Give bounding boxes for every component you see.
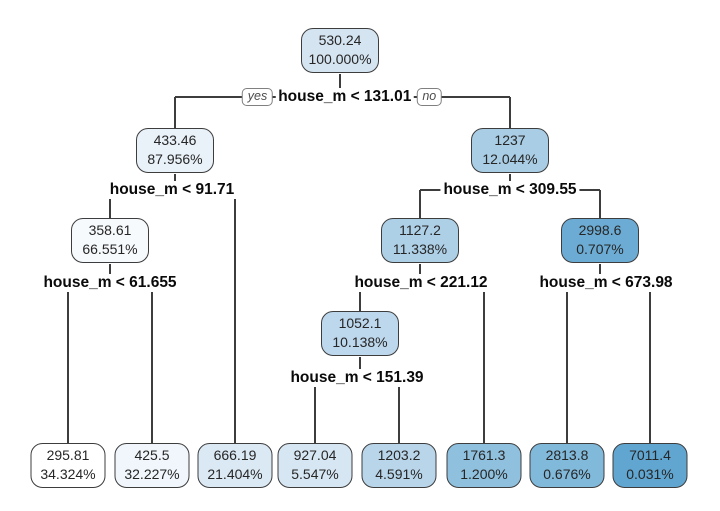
node-percent: 10.138% <box>332 333 388 350</box>
node-value: 433.46 <box>153 132 197 148</box>
no-branch-badge: no <box>416 88 443 106</box>
node-percent: 1.200% <box>460 465 508 482</box>
leaf-2813-8: 2813.8 0.676% <box>529 443 605 488</box>
node-percent: 87.956% <box>147 150 203 167</box>
edge <box>566 283 568 443</box>
node-value: 1237 <box>494 132 526 148</box>
node-358-61: 358.61 66.551% <box>71 218 149 263</box>
node-percent: 0.031% <box>626 465 674 482</box>
leaf-666-19: 666.19 21.404% <box>197 443 273 488</box>
yes-branch-badge: yes <box>241 88 274 106</box>
leaf-1761-3: 1761.3 1.200% <box>446 443 522 488</box>
root-split-row: yes house_m < 131.01 no <box>241 88 443 106</box>
node-percent: 21.404% <box>207 465 263 482</box>
edge <box>419 264 421 283</box>
edge <box>649 283 651 443</box>
edge <box>234 190 236 443</box>
node-percent: 4.591% <box>375 465 423 482</box>
leaf-1203-2: 1203.2 4.591% <box>361 443 437 488</box>
edge <box>398 378 400 443</box>
node-percent: 11.338% <box>392 240 448 257</box>
node-percent: 34.324% <box>40 465 96 482</box>
node-value: 530.24 <box>318 32 362 48</box>
edge <box>109 264 111 283</box>
edge <box>339 74 341 97</box>
node-percent: 100.000% <box>308 50 372 67</box>
edge <box>509 97 511 128</box>
node-value: 666.19 <box>213 447 257 463</box>
node-value: 2813.8 <box>545 447 589 463</box>
edge <box>419 190 421 218</box>
node-percent: 5.547% <box>291 465 339 482</box>
node-value: 7011.4 <box>629 447 671 463</box>
leaf-295-81: 295.81 34.324% <box>30 443 106 488</box>
edge <box>67 283 69 443</box>
node-value: 1052.1 <box>338 315 382 331</box>
node-1052-1: 1052.1 10.138% <box>321 311 399 356</box>
split-label-91-71: house_m < 91.71 <box>106 181 238 199</box>
leaf-7011-4: 7011.4 0.031% <box>612 443 688 488</box>
edge <box>359 283 361 311</box>
node-value: 295.81 <box>46 447 90 463</box>
split-label-309-55: house_m < 309.55 <box>440 181 580 199</box>
node-percent: 0.707% <box>576 240 624 257</box>
edge <box>109 190 111 218</box>
node-433-46: 433.46 87.956% <box>136 128 214 173</box>
edge <box>151 283 153 443</box>
edge <box>599 264 601 283</box>
edge <box>359 357 361 378</box>
split-label-131-01: house_m < 131.01 <box>276 88 414 106</box>
split-label-151-39: house_m < 151.39 <box>287 369 427 387</box>
leaf-927-04: 927.04 5.547% <box>277 443 353 488</box>
node-percent: 66.551% <box>82 240 138 257</box>
node-value: 358.61 <box>88 222 132 238</box>
node-value: 1127.2 <box>399 222 441 238</box>
node-value: 2998.6 <box>578 222 622 238</box>
leaf-425-5: 425.5 32.227% <box>114 443 190 488</box>
node-value: 927.04 <box>293 447 337 463</box>
node-percent: 32.227% <box>124 465 180 482</box>
node-1127-2: 1127.2 11.338% <box>381 218 459 263</box>
node-value: 425.5 <box>134 447 170 463</box>
node-root: 530.24 100.000% <box>301 28 379 73</box>
edge <box>174 97 176 128</box>
edge <box>483 283 485 443</box>
node-percent: 12.044% <box>482 150 538 167</box>
node-value: 1203.2 <box>377 447 421 463</box>
split-label-61-655: house_m < 61.655 <box>40 274 180 292</box>
split-label-221-12: house_m < 221.12 <box>351 274 491 292</box>
edge <box>599 190 601 218</box>
node-2998-6: 2998.6 0.707% <box>561 218 639 263</box>
split-label-673-98: house_m < 673.98 <box>536 274 676 292</box>
edge <box>314 378 316 443</box>
node-1237: 1237 12.044% <box>471 128 549 173</box>
node-percent: 0.676% <box>543 465 591 482</box>
node-value: 1761.3 <box>462 447 506 463</box>
